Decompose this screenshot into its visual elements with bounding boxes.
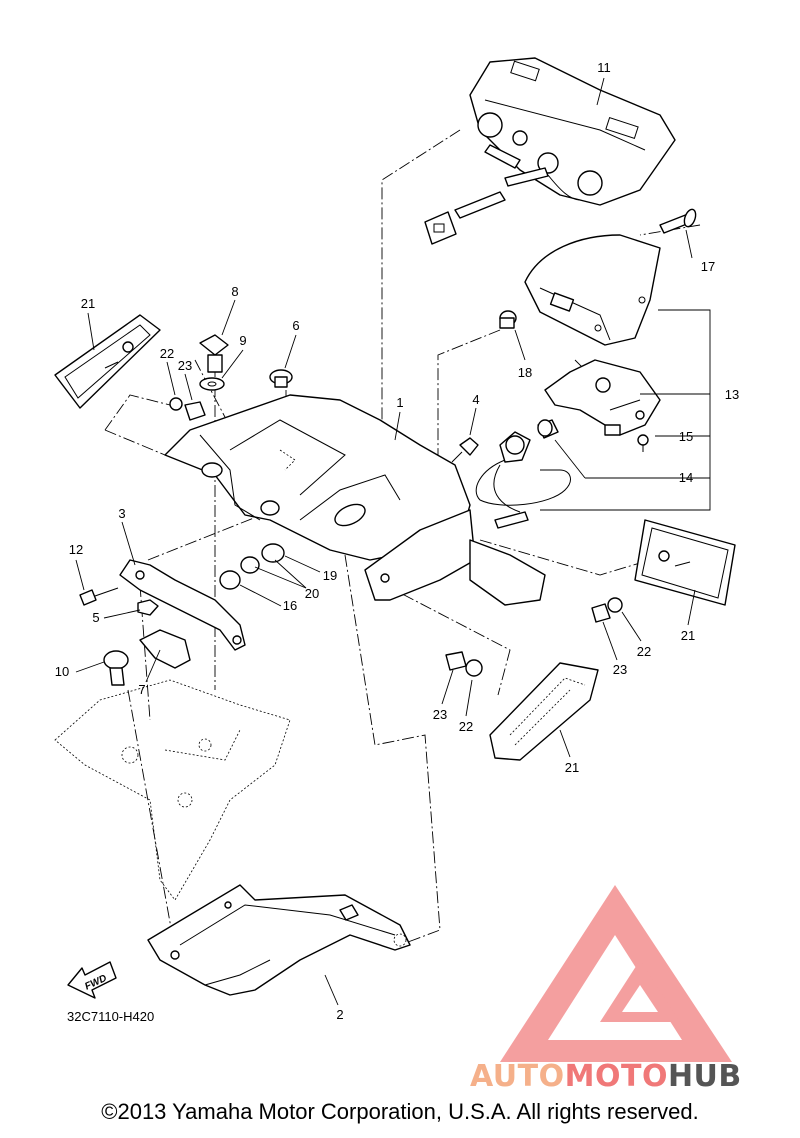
callout-22-left: 22 — [160, 346, 174, 361]
watermark-text-hub: HUB — [668, 1059, 742, 1094]
callout-23-left: 23 — [178, 358, 192, 373]
callout-22-bottom: 22 — [459, 719, 473, 734]
callout-21-right: 21 — [681, 628, 695, 643]
diagram-code: 32C7110-H420 — [67, 1009, 154, 1024]
watermark-text: AUTOMOTOHUB — [470, 1059, 742, 1094]
callout-18: 18 — [518, 365, 532, 380]
reflector-21-left — [54, 314, 206, 421]
callout-2: 2 — [336, 1007, 343, 1022]
callout-22-right: 22 — [637, 644, 651, 659]
callout-23-right: 23 — [613, 662, 627, 677]
callout-6: 6 — [292, 318, 299, 333]
reflector-21-right — [591, 519, 736, 623]
socket-and-bulb — [475, 419, 571, 529]
dampers-19-20-nut-16 — [219, 543, 285, 590]
callout-5: 5 — [92, 610, 99, 625]
callout-11: 11 — [597, 60, 611, 75]
callout-7: 7 — [138, 682, 145, 697]
collar-18 — [499, 310, 517, 329]
callout-15: 15 — [679, 429, 693, 444]
callout-17: 17 — [701, 259, 715, 274]
callout-1: 1 — [396, 395, 403, 410]
callout-23-bottom: 23 — [433, 707, 447, 722]
watermark-text-auto: AUTO — [470, 1059, 565, 1094]
callout-labels: 11 17 13 15 14 18 1 4 6 8 9 21 22 23 3 1… — [55, 60, 739, 1022]
stay-bracket-3 — [79, 559, 246, 686]
callout-19: 19 — [323, 568, 337, 583]
callout-12: 12 — [69, 542, 83, 557]
callout-21-left: 21 — [81, 296, 95, 311]
bolt-8-washer-9-cap-6 — [199, 334, 293, 391]
callout-16: 16 — [283, 598, 297, 613]
watermark-text-moto: MOTO — [565, 1059, 668, 1094]
bolt-4 — [451, 437, 479, 463]
callout-3: 3 — [118, 506, 125, 521]
callout-leaders — [75, 77, 711, 1006]
watermark-logo — [500, 885, 732, 1062]
tail-light-assembly — [424, 57, 676, 245]
license-lamp-assembly — [524, 234, 661, 452]
callout-21-bottom: 21 — [565, 760, 579, 775]
fwd-arrow-icon: FWD — [67, 961, 117, 999]
rear-fender-2 — [147, 884, 411, 996]
callout-14: 14 — [679, 470, 693, 485]
copyright-notice: ©2013 Yamaha Motor Corporation, U.S.A. A… — [101, 1099, 699, 1124]
callout-20: 20 — [305, 586, 319, 601]
callout-10: 10 — [55, 664, 69, 679]
rear-fender-bracket-1 — [164, 394, 546, 606]
screw-17 — [659, 208, 697, 234]
callout-13: 13 — [725, 387, 739, 402]
callout-9: 9 — [239, 333, 246, 348]
reflector-21-bottom — [445, 651, 599, 761]
callout-4: 4 — [472, 392, 479, 407]
frame-outline — [54, 679, 291, 901]
callout-8: 8 — [231, 284, 238, 299]
